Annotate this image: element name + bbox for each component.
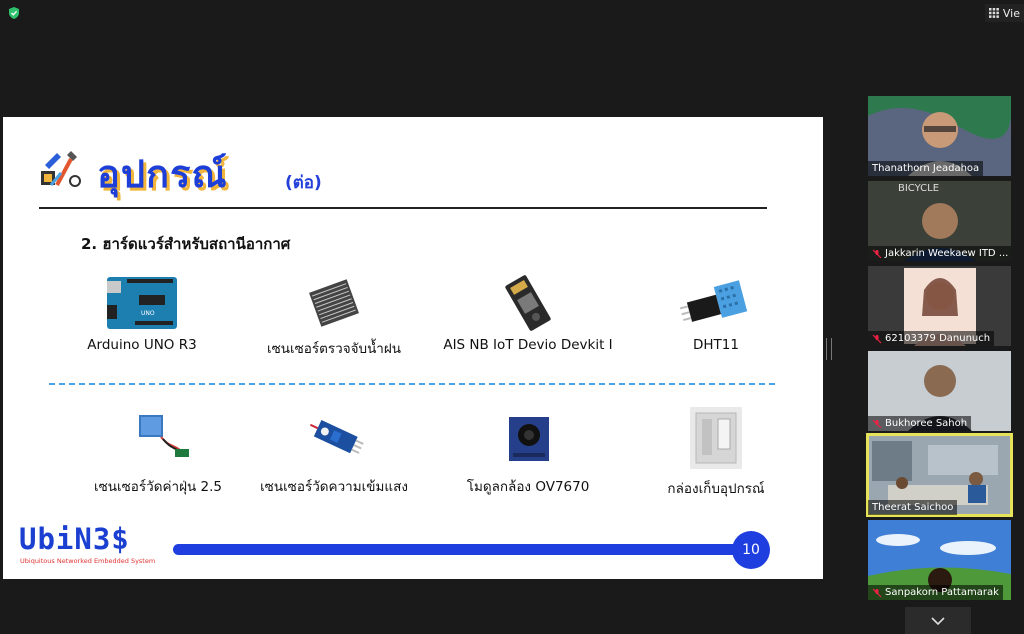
light-sensor-icon <box>309 420 364 454</box>
scroll-down-button[interactable] <box>905 607 971 634</box>
rain-sensor-icon <box>309 279 359 327</box>
hardware-item: กล่องเก็บอุปกรณ์ <box>621 405 811 499</box>
section-heading: 2. ฮาร์ดแวร์สำหรับสถานีอากาศ <box>81 235 291 253</box>
slide-progress-bar <box>173 544 741 555</box>
participant-name: Thanathorn Jeadahoa <box>868 161 984 176</box>
slide-logo-tagline: Ubiquitous Networked Embedded System <box>20 557 156 565</box>
muted-mic-icon <box>872 419 882 428</box>
muted-mic-icon <box>872 249 882 258</box>
view-label: Vie <box>1002 6 1020 20</box>
participant-name: Bukhoree Sahoh <box>868 416 972 431</box>
section-divider <box>49 383 775 385</box>
participant-tile[interactable]: BICYCLE Jakkarin Weekaew ITD ... <box>868 181 1011 261</box>
participant-name: 62103379 Danunuch <box>868 331 995 346</box>
page-number-badge: 10 <box>732 531 770 569</box>
dht11-sensor-icon <box>679 280 748 322</box>
participant-tile[interactable]: 62103379 Danunuch <box>868 266 1011 346</box>
item-label: โมดูลกล้อง OV7670 <box>466 479 590 495</box>
slide-title: อุปกรณ์ <box>97 152 228 196</box>
slide-logo: UbiN3$ <box>19 522 130 556</box>
hardware-item: โมดูลกล้อง OV7670 <box>433 407 623 497</box>
nb-iot-board-icon <box>505 275 551 331</box>
hardware-item: เซนเซอร์ตรวจจับน้ำฝน <box>239 275 429 359</box>
participant-tile-active-speaker[interactable]: Theerat Saichoo <box>866 433 1013 517</box>
participant-name: Sanpakorn Pattamarak <box>868 585 1003 600</box>
item-label: เซนเซอร์วัดความเข้มแสง <box>260 479 408 495</box>
participant-tile[interactable]: Thanathorn Jeadahoa <box>868 96 1011 176</box>
security-shield-icon[interactable] <box>7 6 21 20</box>
grid-icon <box>988 8 999 18</box>
camera-module-icon <box>509 417 549 461</box>
item-label: DHT11 <box>693 337 739 353</box>
item-label: กล่องเก็บอุปกรณ์ <box>667 481 765 497</box>
hardware-item: DHT11 <box>621 275 811 353</box>
item-label: Arduino UNO R3 <box>87 337 197 353</box>
svg-text:BICYCLE: BICYCLE <box>898 183 939 194</box>
svg-text:UNO: UNO <box>141 310 155 317</box>
hardware-item: UNO Arduino UNO R3 <box>47 275 237 353</box>
shared-slide: อุปกรณ์ (ต่อ) 2. ฮาร์ดแวร์สำหรับสถานีอาก… <box>3 117 823 579</box>
view-button[interactable]: Vie <box>984 4 1024 22</box>
title-divider <box>39 207 767 209</box>
item-label: เซนเซอร์วัดค่าฝุ่น 2.5 <box>94 479 222 495</box>
hardware-item: เซนเซอร์วัดความเข้มแสง <box>239 407 429 497</box>
tools-icon <box>41 151 81 187</box>
muted-mic-icon <box>872 588 882 597</box>
muted-mic-icon <box>872 334 882 343</box>
hardware-item: เซนเซอร์วัดค่าฝุ่น 2.5 <box>63 407 253 497</box>
dust-sensor-icon <box>139 415 189 457</box>
participant-tile[interactable]: Bukhoree Sahoh <box>868 351 1011 431</box>
participant-name: Jakkarin Weekaew ITD ... <box>868 246 1011 261</box>
participant-tile[interactable]: Sanpakorn Pattamarak <box>868 520 1011 600</box>
enclosure-box-icon <box>690 407 742 469</box>
panel-splitter-handle[interactable] <box>826 338 832 360</box>
participant-name: Theerat Saichoo <box>868 500 958 515</box>
hardware-item: AIS NB IoT Devio Devkit I <box>433 275 623 353</box>
item-label: เซนเซอร์ตรวจจับน้ำฝน <box>266 341 402 357</box>
slide-subtitle: (ต่อ) <box>285 173 322 193</box>
item-label: AIS NB IoT Devio Devkit I <box>443 337 613 353</box>
chevron-down-icon <box>931 616 945 625</box>
arduino-board-icon: UNO <box>107 277 177 329</box>
